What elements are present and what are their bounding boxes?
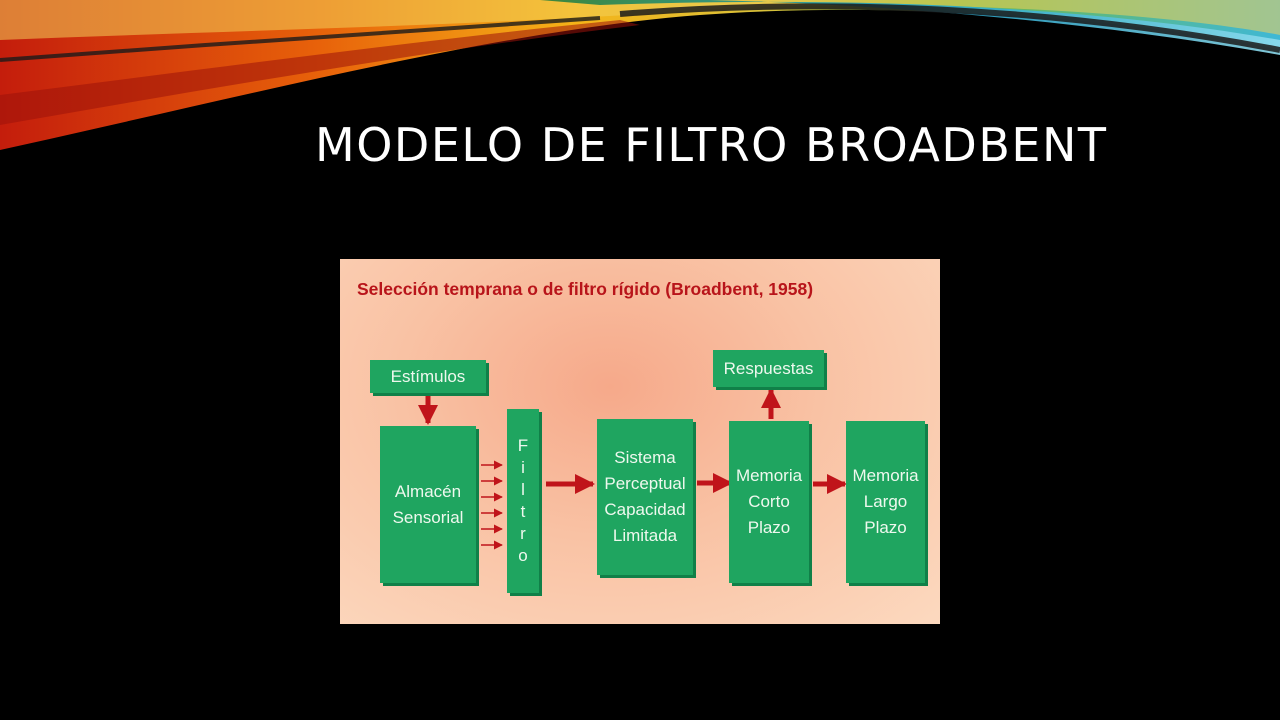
node-almacen-sensorial: Almacén Sensorial bbox=[380, 426, 476, 583]
broadbent-diagram: Selección temprana o de filtro rígido (B… bbox=[340, 259, 940, 624]
decorative-swoosh-graphic bbox=[0, 0, 1280, 150]
node-memoria-corto-plazo: Memoria Corto Plazo bbox=[729, 421, 809, 583]
node-sistema-label: Sistema Perceptual Capacidad Limitada bbox=[604, 448, 686, 545]
slide-title: MODELO DE FILTRO BROADBENT bbox=[315, 118, 1108, 172]
node-largo-label: Memoria Largo Plazo bbox=[852, 466, 919, 537]
node-memoria-largo-plazo: Memoria Largo Plazo bbox=[846, 421, 925, 583]
node-filtro: F i l t r o bbox=[507, 409, 539, 593]
diagram-title: Selección temprana o de filtro rígido (B… bbox=[357, 279, 814, 299]
diagram-arrows bbox=[418, 388, 847, 550]
node-sistema-perceptual: Sistema Perceptual Capacidad Limitada bbox=[597, 419, 693, 575]
node-corto-label: Memoria Corto Plazo bbox=[735, 466, 803, 537]
node-estimulos-label: Estímulos bbox=[390, 366, 466, 386]
node-respuestas: Respuestas bbox=[713, 350, 824, 387]
node-respuestas-label: Respuestas bbox=[723, 358, 814, 378]
node-almacen-label: Almacén Sensorial bbox=[392, 481, 464, 527]
node-estimulos: Estímulos bbox=[370, 360, 486, 393]
arrows-almacen-to-filtro bbox=[481, 460, 503, 550]
node-filtro-label: F i l t r o bbox=[517, 436, 529, 565]
